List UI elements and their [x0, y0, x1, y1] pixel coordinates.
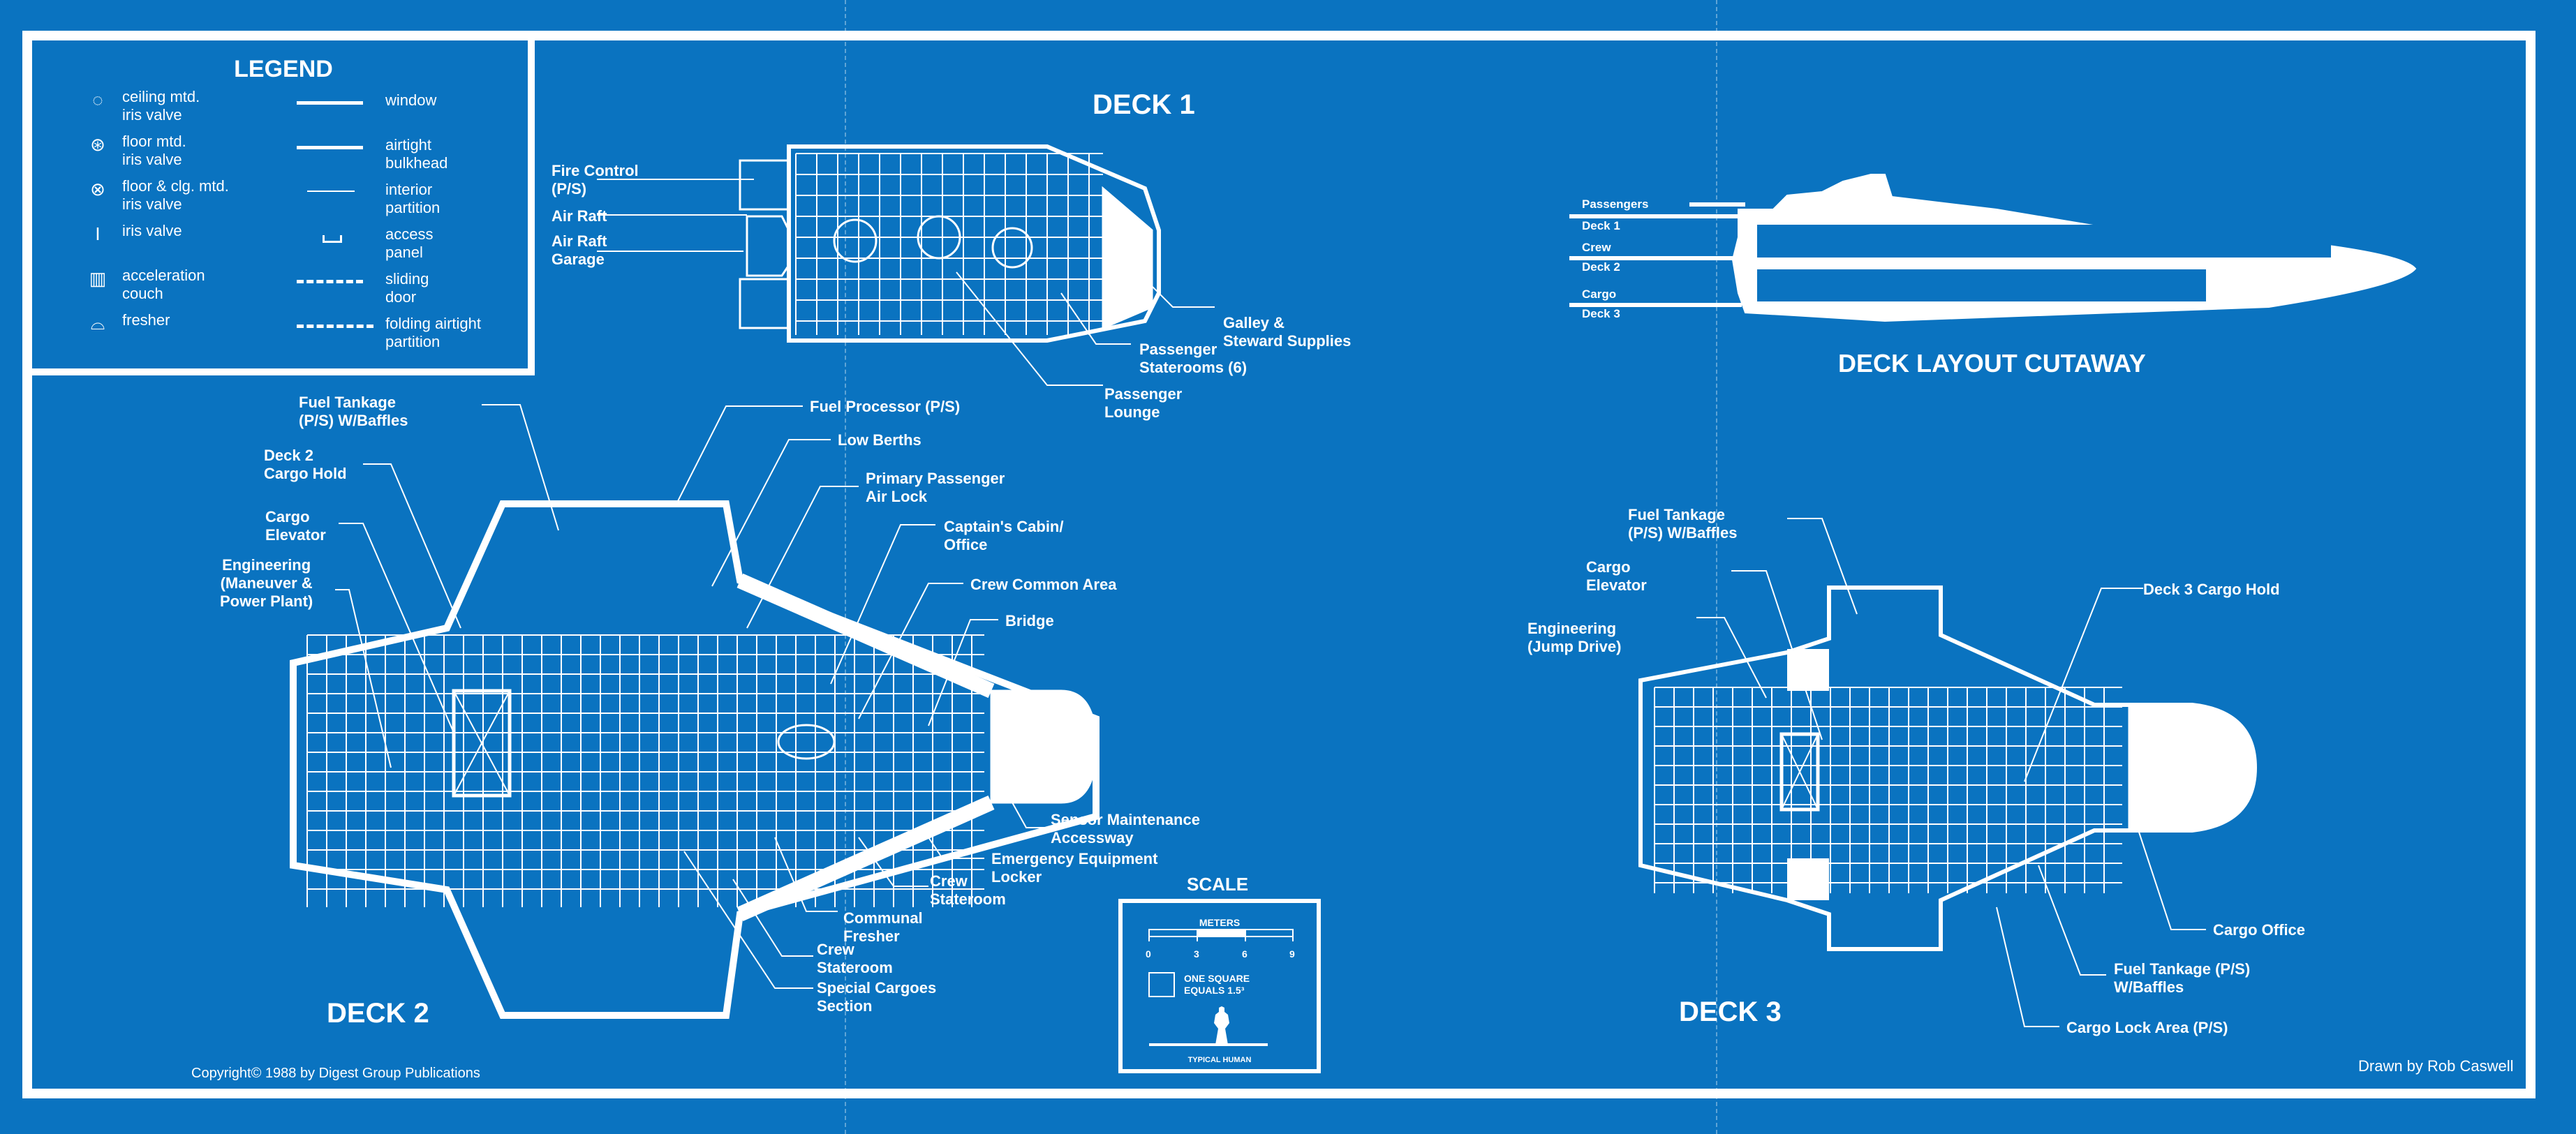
- iris-valve-icon: I: [95, 223, 101, 244]
- legend-label: floor & clg. mtd. iris valve: [122, 177, 229, 213]
- deck1-title: DECK 1: [1093, 89, 1195, 120]
- legend-label: floor mtd. iris valve: [122, 133, 186, 168]
- legend-title: LEGEND: [234, 56, 333, 82]
- label-d3-fuel-tankage-bottom: Fuel Tankage (P/S) W/Baffles: [2114, 960, 2251, 996]
- label-d3-fuel-tankage: Fuel Tankage (P/S) W/Baffles: [1628, 506, 1738, 542]
- window-symbol: [297, 101, 363, 105]
- legend-label: iris valve: [122, 222, 182, 239]
- label-fuel-tankage: Fuel Tankage (P/S) W/Baffles: [299, 394, 408, 429]
- legend-label: sliding door: [385, 270, 429, 306]
- label-air-lock: Primary Passenger Air Lock: [866, 470, 1005, 505]
- cutaway-label-passengers: Passengers: [1582, 197, 1649, 211]
- human-figure-icon: [1214, 1006, 1229, 1045]
- legend-label: interior partition: [385, 181, 441, 216]
- label-air-raft-garage: Air Raft Garage: [552, 232, 607, 268]
- legend-label: window: [385, 91, 437, 109]
- label-cargo-elevator: Cargo Elevator: [265, 508, 326, 544]
- deck1-plan: [739, 144, 1161, 343]
- label-low-berths: Low Berths: [838, 431, 921, 449]
- scale-tick-label: 3: [1194, 948, 1199, 960]
- label-cargo-lock-area: Cargo Lock Area (P/S): [2066, 1019, 2228, 1036]
- credit-text: Drawn by Rob Caswell: [2358, 1057, 2514, 1075]
- label-sensor-maintenance: Sensor Maintenance Accessway: [1051, 811, 1200, 846]
- legend-label: fresher: [122, 311, 170, 329]
- airtight-bulkhead-symbol: [297, 146, 363, 149]
- deck3-title: DECK 3: [1679, 997, 1782, 1027]
- label-crew-common-area: Crew Common Area: [970, 576, 1117, 593]
- cutaway-title: DECK LAYOUT CUTAWAY: [1838, 349, 2146, 378]
- label-communal-fresher: Communal Fresher: [843, 909, 923, 945]
- fresher-icon: ⌓: [90, 313, 105, 334]
- cutaway-label-deck2: Deck 2: [1582, 260, 1620, 274]
- sliding-door-symbol: [297, 280, 363, 283]
- scale-bar: [1148, 929, 1294, 1046]
- deck2-title: DECK 2: [327, 998, 429, 1029]
- label-crew-stateroom-1: Crew Stateroom: [930, 872, 1006, 908]
- scale-tick-label: 0: [1146, 948, 1151, 960]
- fold-line: [1716, 0, 1717, 1134]
- fold-line: [845, 0, 846, 1134]
- deck2-plan: [290, 500, 1100, 1019]
- label-d3-engineering: Engineering (Jump Drive): [1527, 620, 1622, 655]
- floor-iris-valve-icon: ⊛: [90, 134, 105, 155]
- scale-tick-label: 6: [1242, 948, 1248, 960]
- label-air-raft: Air Raft: [552, 207, 607, 225]
- label-special-cargoes: Special Cargoes Section: [817, 979, 937, 1015]
- label-fuel-processor: Fuel Processor (P/S): [810, 398, 961, 415]
- outer-frame: [22, 31, 2536, 1098]
- label-crew-stateroom-2: Crew Stateroom: [817, 941, 893, 976]
- access-panel-symbol: [323, 235, 342, 243]
- label-engineering: Engineering (Maneuver & Power Plant): [220, 556, 313, 610]
- legend-label: access panel: [385, 225, 434, 261]
- legend-label: folding airtight partition: [385, 315, 481, 350]
- label-fire-control: Fire Control (P/S): [552, 162, 639, 197]
- floor-ceiling-iris-valve-icon: ⊗: [90, 179, 105, 200]
- label-galley: Galley & Steward Supplies: [1223, 314, 1352, 350]
- scale-title: SCALE: [1187, 874, 1249, 895]
- scale-tick-label: 9: [1289, 948, 1295, 960]
- label-bridge: Bridge: [1005, 612, 1054, 629]
- cutaway-label-cargo: Cargo: [1582, 288, 1617, 301]
- label-emergency-locker: Emergency Equipment Locker: [991, 850, 1158, 886]
- label-passenger-lounge: Passenger Lounge: [1104, 385, 1183, 421]
- legend-label: airtight bulkhead: [385, 136, 448, 172]
- label-deck2-cargo-hold: Deck 2 Cargo Hold: [264, 447, 347, 482]
- label-cargo-office: Cargo Office: [2213, 921, 2306, 939]
- legend-label: acceleration couch: [122, 267, 205, 302]
- label-d3-cargo-elevator: Cargo Elevator: [1586, 558, 1647, 594]
- scale-square-note: ONE SQUARE EQUALS 1.5³: [1184, 973, 1250, 996]
- label-passenger-staterooms: Passenger Staterooms (6): [1139, 341, 1248, 376]
- interior-partition-symbol: [307, 191, 355, 192]
- cutaway-label-crew: Crew: [1582, 241, 1611, 254]
- ceiling-iris-valve-icon: ◌: [92, 89, 103, 110]
- acceleration-couch-icon: ▥: [89, 268, 107, 289]
- legend-label: ceiling mtd. iris valve: [122, 88, 200, 124]
- cutaway-label-deck1: Deck 1: [1582, 219, 1620, 232]
- legend-panel: LEGEND: [32, 40, 535, 375]
- cutaway-diagram: [1569, 174, 2417, 322]
- copyright-text: Copyright© 1988 by Digest Group Publicat…: [191, 1066, 480, 1081]
- leader-lines: [335, 179, 2206, 1027]
- label-captains-cabin: Captain's Cabin/ Office: [944, 518, 1064, 553]
- folding-airtight-partition-symbol: [297, 324, 373, 328]
- cutaway-label-deck3: Deck 3: [1582, 307, 1620, 320]
- scale-human-caption: TYPICAL HUMAN: [1187, 1056, 1252, 1064]
- scale-box: METERS 0 3 6 9 ONE SQUARE EQUALS 1.5³ TYPIC…: [1118, 899, 1321, 1073]
- deck3-plan: [1638, 585, 2258, 951]
- scale-units: METERS: [1199, 917, 1241, 928]
- label-d3-cargo-hold: Deck 3 Cargo Hold: [2143, 581, 2280, 598]
